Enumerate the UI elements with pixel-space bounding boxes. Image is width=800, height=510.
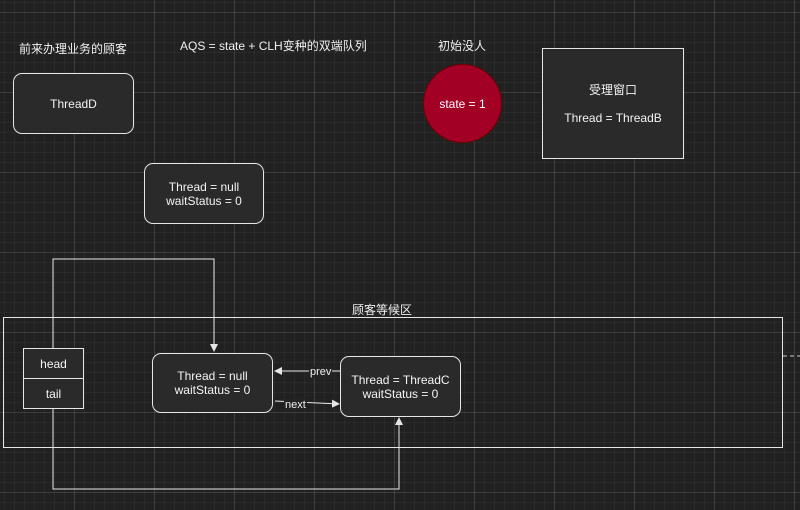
state-circle[interactable]: state = 1 [423,64,502,143]
sentinel-wait-status: waitStatus = 0 [174,383,251,397]
thread-d-box[interactable]: ThreadD [13,73,134,134]
queue-node-sentinel[interactable]: Thread = null waitStatus = 0 [152,353,273,413]
incoming-customers-label: 前来办理业务的顾客 [19,42,128,56]
initially-empty-label: 初始没人 [438,39,487,53]
queue-node-thread-c[interactable]: Thread = ThreadC waitStatus = 0 [340,356,461,417]
free-node-thread: Thread = null [168,179,240,194]
prev-edge-label: prev [309,366,333,378]
next-edge-label: next [284,399,307,411]
tail-cell[interactable]: tail [23,378,84,409]
head-label: head [40,356,67,371]
sentinel-thread: Thread = null [177,369,248,383]
waiting-area-container [3,317,783,448]
tail-pointer-arrow [52,408,403,490]
head-cell[interactable]: head [23,348,84,379]
head-pointer-arrow [52,258,218,352]
aqs-formula-label: AQS = state + CLH变种的双端队列 [180,39,367,53]
thread-d-text: ThreadD [50,96,97,111]
service-window-thread: Thread = ThreadB [564,110,662,125]
tail-label: tail [45,386,62,401]
thread-c-wait-status: waitStatus = 0 [362,386,439,401]
free-node-wait-status: waitStatus = 0 [166,193,242,208]
free-node-box[interactable]: Thread = null waitStatus = 0 [144,163,264,224]
waiting-area-label: 顾客等候区 [352,303,413,317]
service-window-box[interactable]: 受理窗口 Thread = ThreadB [542,48,684,159]
service-window-title: 受理窗口 [588,82,637,97]
thread-c-thread: Thread = ThreadC [351,372,450,387]
state-text: state = 1 [439,96,486,111]
